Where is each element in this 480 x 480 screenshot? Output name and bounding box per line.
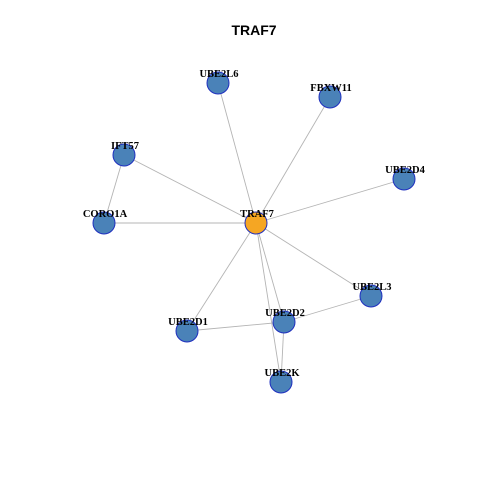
edge-traf7-ube2d1 (186, 222, 257, 332)
node-ube2d2[interactable] (272, 310, 296, 334)
node-label-ube2l3: UBE2L3 (352, 282, 391, 293)
node-label-ube2d1: UBE2D1 (168, 317, 208, 328)
diagram-title: TRAF7 (231, 22, 276, 38)
node-label-ube2l6: UBE2L6 (199, 69, 238, 80)
node-label-ift57: IFT57 (111, 141, 139, 152)
edge-traf7-fbxw11 (255, 96, 331, 224)
node-fbxw11[interactable] (318, 85, 342, 109)
node-ift57[interactable] (112, 143, 136, 167)
node-label-traf7: TRAF7 (240, 209, 274, 220)
edge-traf7-ube2d4 (255, 178, 405, 224)
node-coro1a[interactable] (92, 211, 116, 235)
edge-ube2d2-ube2d1 (186, 321, 285, 332)
edge-traf7-ift57 (123, 154, 257, 224)
node-layer (92, 71, 416, 394)
edge-traf7-ube2d2 (255, 222, 285, 323)
node-traf7[interactable] (244, 211, 268, 235)
node-ube2l3[interactable] (359, 284, 383, 308)
node-ube2d1[interactable] (175, 319, 199, 343)
node-label-fbxw11: FBXW11 (310, 83, 351, 94)
node-label-ube2k: UBE2K (264, 368, 300, 379)
node-label-coro1a: CORO1A (83, 209, 128, 220)
node-ube2k[interactable] (269, 370, 293, 394)
edge-ift57-coro1a (103, 154, 125, 224)
edge-traf7-ube2l3 (255, 222, 372, 297)
edge-traf7-ube2l6 (217, 82, 257, 224)
node-label-ube2d4: UBE2D4 (385, 165, 425, 176)
node-label-ube2d2: UBE2D2 (265, 308, 305, 319)
edge-ube2d2-ube2l3 (283, 295, 372, 323)
edge-layer (103, 82, 405, 383)
edge-traf7-ube2k (255, 222, 282, 383)
node-ube2l6[interactable] (206, 71, 230, 95)
node-ube2d4[interactable] (392, 167, 416, 191)
